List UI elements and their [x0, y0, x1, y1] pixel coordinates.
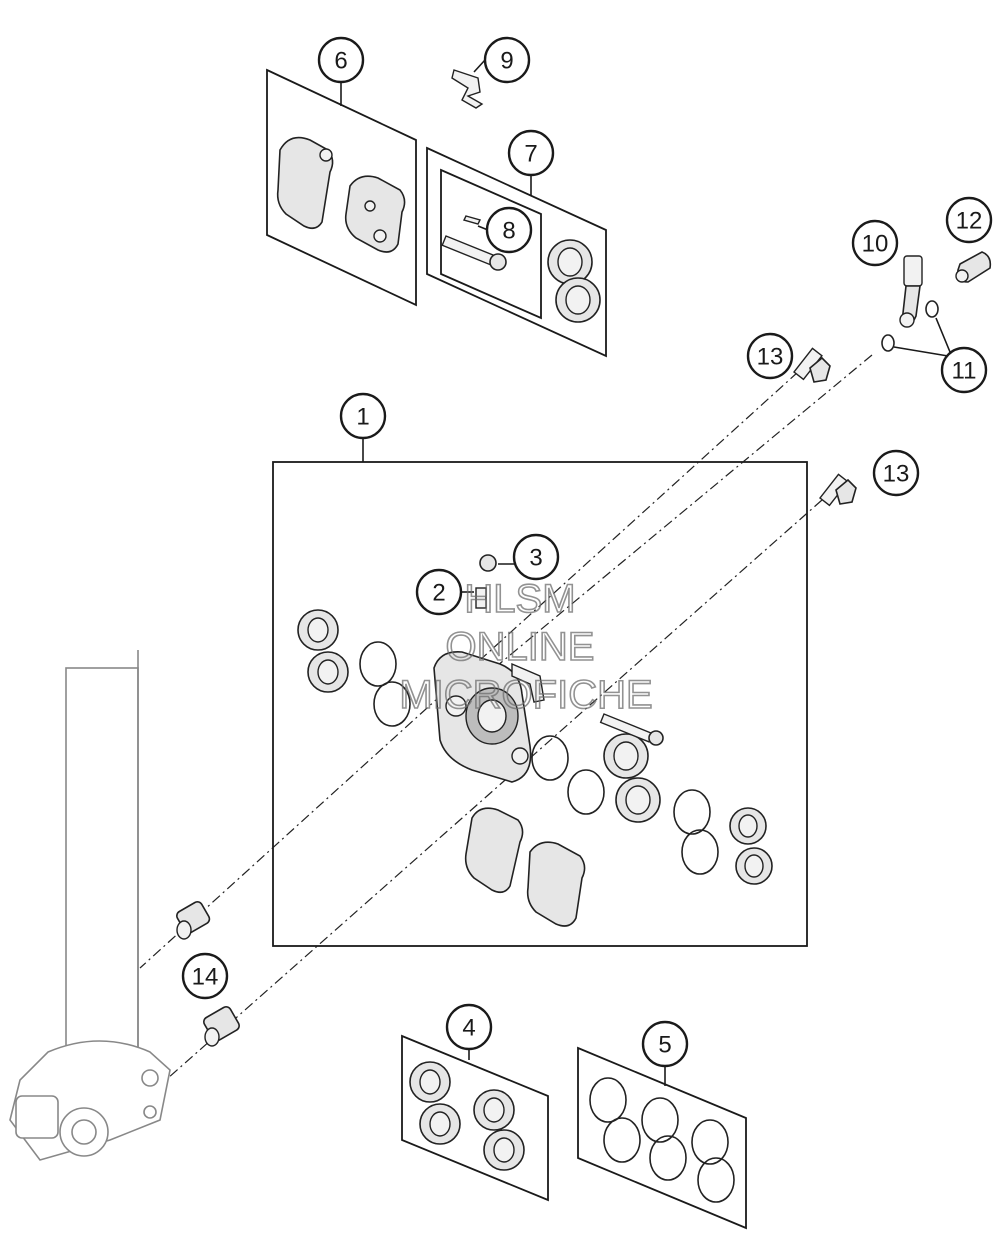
piston-kit-icon [409, 1061, 525, 1171]
svg-text:2: 2 [432, 580, 445, 607]
callout-13-lower[interactable]: 13 [872, 449, 920, 497]
callout-9[interactable]: 9 [483, 36, 531, 84]
svg-text:1: 1 [356, 404, 369, 431]
svg-text:MICROFICHE: MICROFICHE [399, 673, 652, 717]
caliper-pin-icon [511, 662, 664, 746]
callout-14[interactable]: 14 [181, 952, 229, 1000]
svg-text:3: 3 [529, 545, 542, 572]
caliper-piston-icon [297, 609, 773, 885]
callout-10[interactable]: 10 [851, 219, 899, 267]
svg-text:6: 6 [334, 48, 347, 75]
svg-text:8: 8 [502, 218, 515, 245]
svg-text:4: 4 [462, 1015, 475, 1042]
mounting-bolt-icon [793, 347, 857, 507]
bushing-icon [176, 901, 240, 1047]
callout-8[interactable]: 8 [485, 206, 533, 254]
svg-text:9: 9 [500, 48, 513, 75]
svg-text:14: 14 [192, 964, 219, 991]
caliper-seal-icon [359, 641, 719, 875]
callout-2[interactable]: 2 [415, 568, 463, 616]
fork-leg [9, 650, 171, 1161]
svg-text:10: 10 [862, 231, 889, 258]
svg-text:5: 5 [658, 1032, 671, 1059]
retaining-clip-icon [451, 69, 484, 109]
piston-seal-icon [547, 239, 601, 323]
callout-3[interactable]: 3 [512, 533, 560, 581]
svg-text:7: 7 [524, 141, 537, 168]
callout-leaders [340, 59, 666, 1086]
callout-12[interactable]: 12 [945, 196, 993, 244]
callout-13-upper[interactable]: 13 [746, 332, 794, 380]
brake-line-icon [899, 255, 923, 328]
svg-text:ONLINE: ONLINE [446, 625, 595, 669]
svg-text:13: 13 [883, 461, 910, 488]
o-ring-icon [881, 300, 951, 357]
callout-4[interactable]: 4 [445, 1003, 493, 1051]
guide-pin-icon [441, 215, 507, 271]
callout-11[interactable]: 11 [940, 346, 988, 394]
o-ring-kit-icon [589, 1077, 735, 1203]
watermark: HLSM ONLINE MICROFICHE [399, 576, 654, 718]
svg-text:HLSM: HLSM [464, 577, 575, 621]
callout-7[interactable]: 7 [507, 129, 555, 177]
bleed-nipple-icon [475, 554, 497, 609]
svg-text:13: 13 [757, 344, 784, 371]
brake-pad-icon [276, 136, 406, 253]
callout-5[interactable]: 5 [641, 1020, 689, 1068]
svg-text:12: 12 [956, 208, 983, 235]
caliper-body-icon [433, 651, 532, 783]
svg-text:11: 11 [952, 358, 977, 385]
bleeder-valve-icon [955, 251, 992, 283]
callout-1[interactable]: 1 [339, 392, 387, 440]
callout-6[interactable]: 6 [317, 36, 365, 84]
caliper-pad-icon [464, 807, 586, 927]
